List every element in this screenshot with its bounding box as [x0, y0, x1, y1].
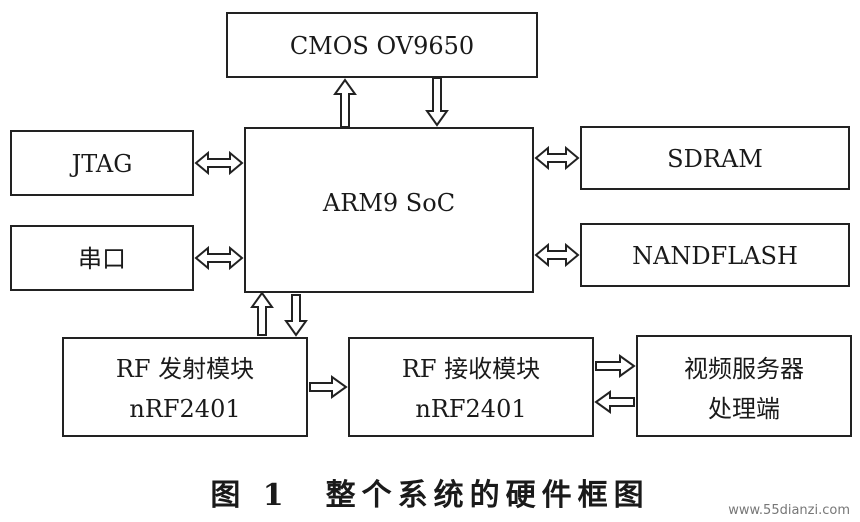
server-to-rfrx-arrow	[594, 390, 635, 414]
rftx-to-rfrx-arrow	[309, 375, 348, 399]
arm-soc-label: ARM9 SoC	[322, 189, 456, 217]
arm-nandflash-bidirectional-arrow	[534, 242, 580, 268]
arm-sdram-bidirectional-arrow	[534, 145, 580, 171]
arm-soc-block: ARM9 SoC	[244, 127, 534, 293]
video-server-label: 视频服务器	[684, 355, 804, 383]
rf-receiver-label: RF 接收模块	[401, 355, 541, 383]
video-server-sublabel: 处理端	[708, 395, 780, 423]
jtag-block: JTAG	[10, 130, 194, 196]
sdram-label: SDRAM	[667, 145, 763, 173]
jtag-label: JTAG	[71, 150, 133, 178]
video-server-block: 视频服务器 处理端	[636, 335, 852, 437]
cmos-to-arm-arrow	[425, 77, 449, 127]
arm-to-rftx-arrow	[284, 294, 308, 337]
uart-arm-bidirectional-arrow	[194, 245, 244, 271]
rf-transmitter-chip: nRF2401	[129, 395, 241, 423]
cmos-label: CMOS OV9650	[289, 32, 475, 60]
cmos-block: CMOS OV9650	[226, 12, 538, 78]
rftx-to-arm-arrow	[250, 291, 274, 336]
rf-receiver-chip: nRF2401	[415, 395, 527, 423]
arm-to-cmos-arrow	[333, 78, 357, 128]
jtag-arm-bidirectional-arrow	[194, 150, 244, 176]
uart-label: 串口	[78, 245, 126, 273]
nandflash-block: NANDFLASH	[580, 223, 850, 287]
watermark: www.55dianzi.com	[728, 503, 850, 518]
rf-transmitter-label: RF 发射模块	[115, 355, 255, 383]
rf-receiver-block: RF 接收模块 nRF2401	[348, 337, 594, 437]
nandflash-label: NANDFLASH	[632, 242, 798, 270]
rf-transmitter-block: RF 发射模块 nRF2401	[62, 337, 308, 437]
sdram-block: SDRAM	[580, 126, 850, 190]
uart-block: 串口	[10, 225, 194, 291]
figure-caption: 图 1 整个系统的硬件框图	[210, 478, 650, 513]
rfrx-to-server-arrow	[595, 354, 636, 378]
